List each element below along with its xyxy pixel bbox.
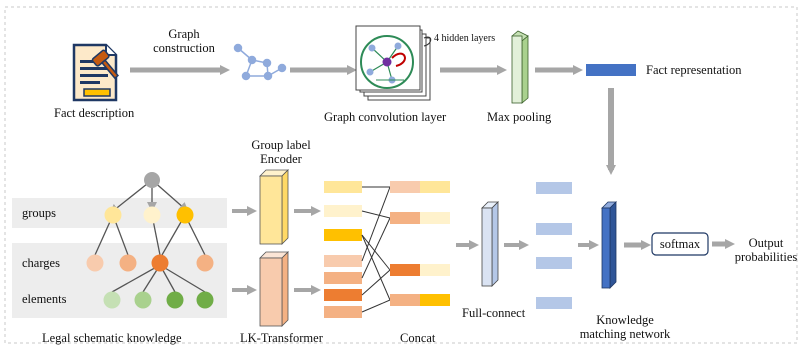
fact-representation-bar xyxy=(586,64,636,76)
lk-transformer-block xyxy=(259,251,289,327)
graph-construction-label: Graph construction xyxy=(144,27,224,55)
group-node xyxy=(104,206,122,224)
elements-row-label: elements xyxy=(22,292,67,306)
fact-representation-label: Fact representation xyxy=(646,63,742,77)
outer-dashed-frame xyxy=(4,6,798,344)
hidden-layers-label: 4 hidden layers xyxy=(434,33,496,44)
element-node xyxy=(134,291,152,309)
output-probabilities-line1: Output xyxy=(748,236,784,250)
output-probabilities-label: Output probabilities xyxy=(730,236,802,264)
legal-schematic-knowledge-label: Legal schematic knowledge xyxy=(42,331,182,345)
concat-vectors xyxy=(390,181,450,306)
tree-root-node xyxy=(144,172,160,188)
full-connect-block xyxy=(481,201,499,287)
knowledge-matching-line2: matching network xyxy=(579,327,671,341)
knowledge-tree-edges xyxy=(94,179,206,293)
graph-construction-line1: Graph xyxy=(168,27,200,41)
concat-label: Concat xyxy=(400,331,436,345)
gcn-layer-stack xyxy=(355,25,431,101)
charge-node xyxy=(196,254,214,272)
hidden-layers-bracket xyxy=(423,36,432,47)
group-node-selected xyxy=(176,206,194,224)
knowledge-matching-line1: Knowledge xyxy=(596,313,654,327)
group-label-encoder-line1: Group label xyxy=(251,138,311,152)
groups-row-label: groups xyxy=(22,206,57,220)
element-node xyxy=(196,291,214,309)
knowledge-matching-block xyxy=(601,201,617,289)
graph-conv-layer-label: Graph convolution layer xyxy=(324,110,447,124)
graph-icon xyxy=(233,43,287,81)
group-label-encoder-line2: Encoder xyxy=(260,152,302,166)
group-vectors xyxy=(324,181,362,241)
concat-crossing-lines xyxy=(361,186,391,313)
charge-node xyxy=(119,254,137,272)
knowledge-matching-label: Knowledge matching network xyxy=(570,313,680,341)
charges-row-label: charges xyxy=(22,256,60,270)
softmax-box xyxy=(651,232,709,256)
fc-output-vectors xyxy=(536,182,572,309)
max-pooling-label: Max pooling xyxy=(487,110,552,124)
document-gavel-icon xyxy=(72,43,119,102)
charge-node-selected xyxy=(151,254,169,272)
fact-description-label: Fact description xyxy=(54,106,135,120)
charge-vectors xyxy=(324,255,362,318)
group-node xyxy=(143,206,161,224)
group-label-encoder-block xyxy=(259,169,289,245)
charges-elements-band xyxy=(12,243,227,318)
element-node xyxy=(166,291,184,309)
full-connect-label: Full-connect xyxy=(462,306,526,320)
output-probabilities-line2: probabilities xyxy=(734,250,798,264)
group-label-encoder-label: Group label Encoder xyxy=(236,138,326,166)
softmax-label: softmax xyxy=(659,237,701,251)
element-node xyxy=(103,291,121,309)
max-pooling-block xyxy=(511,30,529,104)
graph-construction-line2: construction xyxy=(153,41,215,55)
lk-transformer-label: LK-Transformer xyxy=(240,331,323,345)
charge-node xyxy=(86,254,104,272)
